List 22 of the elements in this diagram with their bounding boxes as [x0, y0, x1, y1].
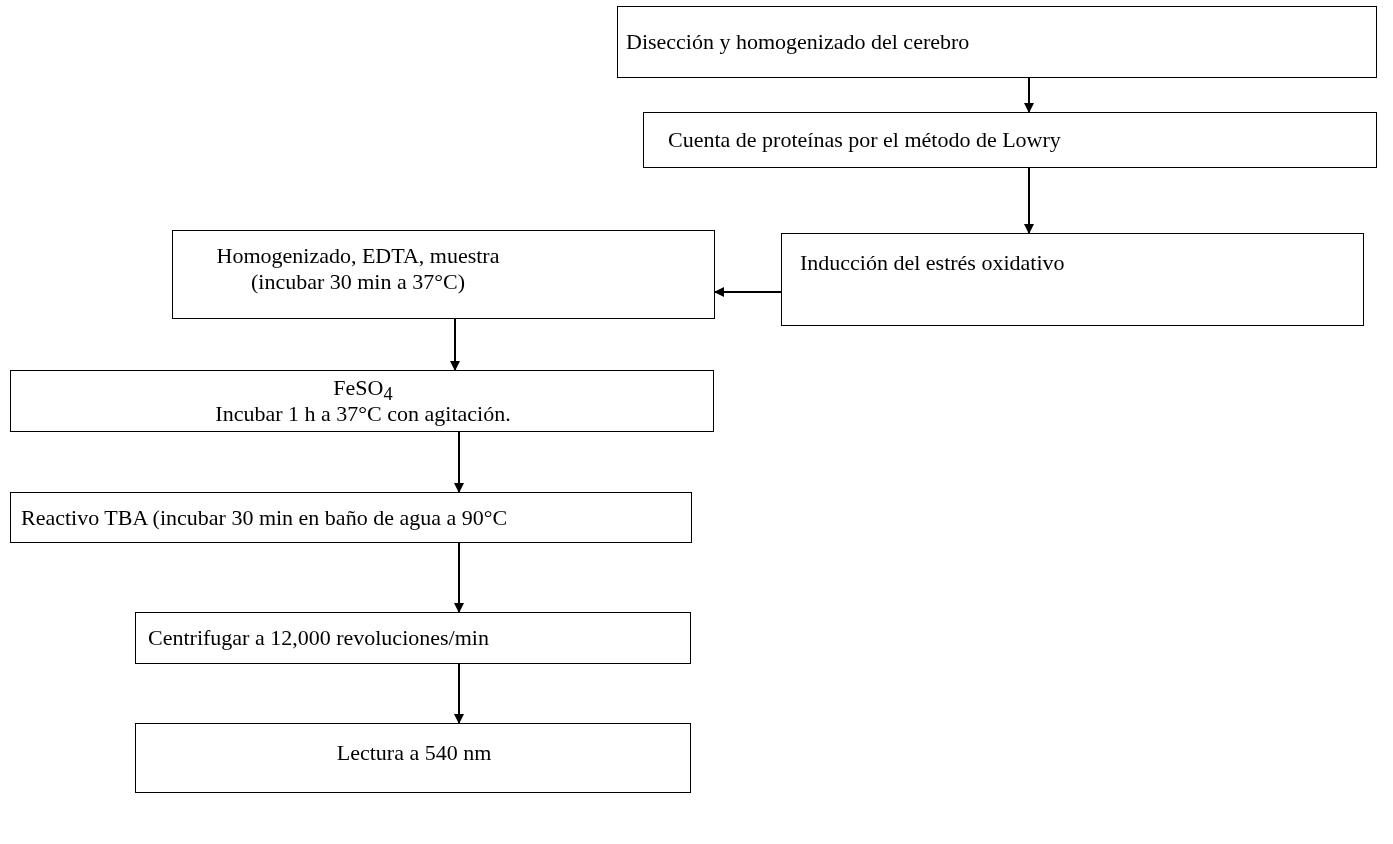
arrow — [714, 287, 782, 297]
step-text: Centrifugar a 12,000 revoluciones/min — [148, 625, 490, 651]
arrow — [454, 542, 464, 613]
process-box — [135, 723, 691, 793]
arrow — [454, 431, 464, 493]
step-text: Inducción del estrés oxidativo — [800, 250, 1066, 276]
arrow — [450, 318, 460, 371]
process-box — [10, 370, 714, 432]
step-text: Cuenta de proteínas por el método de Lowry — [668, 127, 1062, 153]
step-text: Reactivo TBA (incubar 30 min en baño de agua a 90°C — [21, 505, 509, 531]
process-box — [172, 230, 715, 319]
step-text: Disección y homogenizado del cerebro — [626, 29, 971, 55]
process-box — [135, 612, 691, 664]
arrow — [454, 663, 464, 724]
arrow — [1024, 77, 1034, 113]
step-text: Lectura a 540 nm — [335, 740, 493, 766]
process-box — [10, 492, 692, 543]
arrow — [1024, 167, 1034, 234]
step-text: Homogenizado, EDTA, muestra (incubar 30 min a 37°C) — [215, 243, 501, 295]
process-box — [643, 112, 1377, 168]
process-box — [617, 6, 1377, 78]
process-box — [781, 233, 1364, 326]
